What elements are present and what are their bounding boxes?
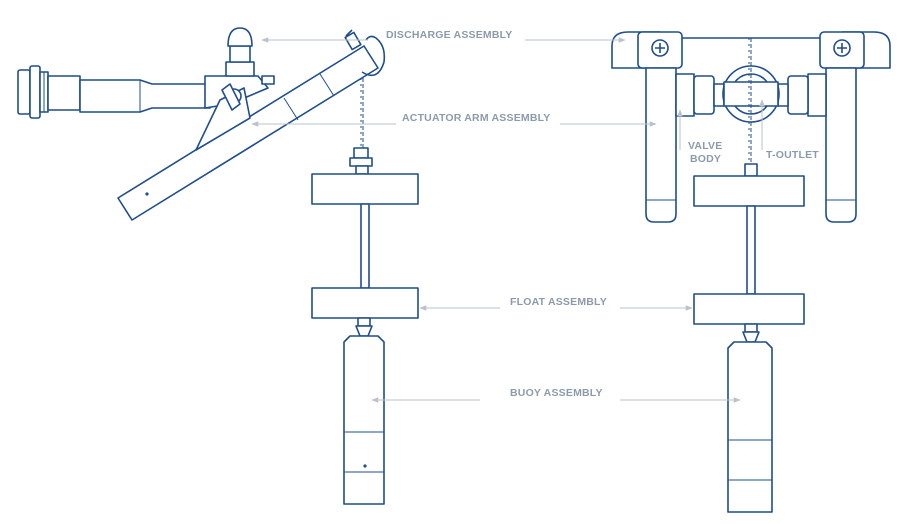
side-chain — [349, 78, 373, 175]
front-buoy-assembly — [727, 341, 773, 513]
front-left-elbow — [611, 31, 683, 69]
callout-arrows — [251, 37, 765, 403]
label-discharge-assembly: DISCHARGE ASSEMBLY — [386, 29, 513, 41]
label-buoy-assembly: BUOY ASSEMBLY — [510, 387, 603, 399]
side-fitting-body — [204, 27, 275, 109]
label-t-outlet: T-OUTLET — [766, 149, 819, 161]
side-discharge-pipe — [17, 65, 211, 119]
side-view-assembly — [17, 27, 419, 505]
label-float-assembly: FLOAT ASSEMBLY — [510, 296, 607, 308]
front-valve-body — [675, 73, 827, 117]
side-buoy-assembly — [343, 335, 385, 505]
side-float-assembly — [311, 173, 419, 337]
front-float-assembly — [693, 175, 805, 343]
side-actuator-arm — [117, 29, 379, 221]
label-actuator-arm-assembly: ACTUATOR ARM ASSEMBLY — [402, 112, 550, 124]
label-valve: VALVE — [688, 140, 722, 152]
front-view-assembly — [611, 31, 891, 513]
front-legs — [645, 67, 857, 223]
label-body: BODY — [690, 153, 721, 165]
side-hook — [361, 35, 386, 77]
front-right-elbow — [819, 31, 891, 69]
